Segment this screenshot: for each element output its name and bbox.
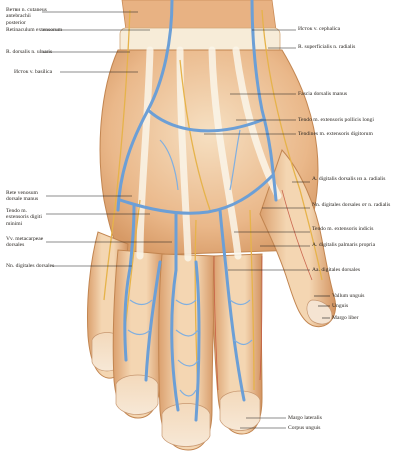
label-nn-digitales-left: Nn. digitales dorsales: [6, 263, 55, 269]
label-fascia-dorsalis: Fascia dorsalis manus: [298, 91, 348, 97]
label-tendo-digiti-minimi: Tendo m. extensoris digiti minimi: [6, 208, 42, 227]
dorsal-nerves: [103, 9, 323, 401]
dorsal-venous-network: [116, 0, 278, 422]
label-ramus-cutaneus: Ветви n. cutaneus antebrachii posterior: [6, 7, 47, 26]
label-v-basilica: Исток v. basilica: [14, 69, 53, 75]
extensor-tendons: [136, 46, 282, 262]
label-v-cephalica: Исток v. cephalica: [298, 26, 341, 32]
middle-finger: [158, 253, 217, 451]
label-tendo-pollicis: Tendo m. extensoris pollicis longi: [298, 117, 374, 123]
label-vv-metacarpeae: Vv. metacarpeae dorsales: [6, 236, 44, 249]
label-nn-digitales-radialis: Nn. digitales dorsales от n. radialis: [312, 202, 391, 208]
label-unguis: Unguis: [332, 303, 349, 309]
label-a-digitalis-dorsalis: A. digitalis dorsalis из a. radialis: [312, 176, 386, 182]
label-a-digitalis-palmaris: A. digitalis palmaris propria: [312, 242, 376, 248]
fine-venules: [127, 129, 253, 397]
label-corpus-unguis: Corpus unguis: [288, 425, 321, 431]
label-rete-venosum: Rete venosum dorsale manus: [6, 190, 39, 203]
ring-finger: [112, 249, 165, 419]
label-vallum-unguis: Vallum unguis: [332, 293, 365, 299]
label-aa-digitales: Aa. digitales dorsales: [312, 267, 361, 273]
label-margo-lateralis: Margo lateralis: [288, 415, 322, 421]
leader-lines: [42, 11, 330, 429]
wrist: [119, 0, 281, 55]
digital-arteries: [213, 189, 313, 391]
label-tendo-indicis: Tendo m. extensoris indicis: [312, 226, 374, 232]
label-margo-liber: Margo liber: [332, 315, 359, 321]
label-retinaculum: Retinaculum extensorum: [6, 27, 63, 33]
label-tendines-digitorum: Tendines m. extensoris digitorum: [298, 131, 373, 137]
label-r-superficialis: R. superficialis n. radialis: [298, 44, 356, 50]
index-finger: [212, 253, 263, 435]
label-r-dorsalis-ulnaris: R. dorsalis n. ulnaris: [6, 49, 53, 55]
